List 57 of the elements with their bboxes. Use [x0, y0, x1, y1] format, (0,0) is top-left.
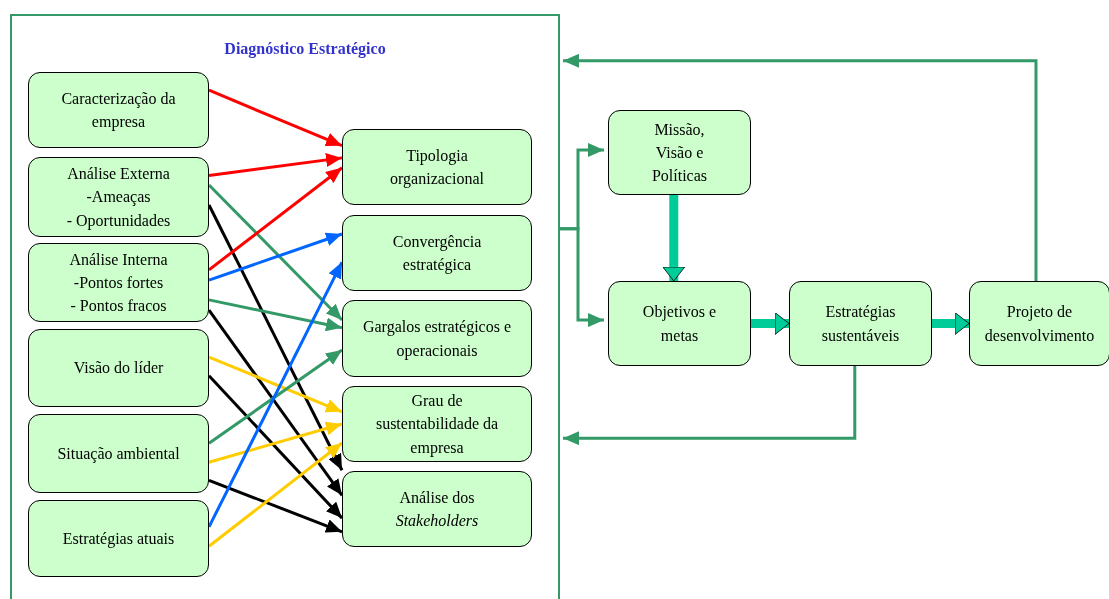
box-label: Projeto de desenvolvimento: [983, 302, 1096, 346]
group-title: Diagnóstico Estratégico: [223, 40, 387, 58]
block-arrow: [751, 312, 790, 335]
box-label: Caracterização da empresa: [60, 88, 177, 133]
arrow: [208, 166, 343, 272]
arrow: [208, 153, 343, 177]
arrow: [563, 53, 1038, 281]
box-label: Análise Interna: [69, 249, 168, 270]
process-box: [28, 329, 209, 407]
arrow: [560, 227, 604, 328]
box-label: Visão do líder: [73, 358, 164, 379]
arrow: [207, 374, 344, 520]
process-box: [28, 157, 209, 237]
arrow: [208, 88, 343, 148]
process-box: [28, 500, 209, 577]
process-box: [342, 215, 532, 291]
box-label: Objetivos e metas: [641, 302, 718, 346]
arrow: [207, 204, 344, 471]
box-label: - Pontos fracos: [70, 296, 167, 317]
process-box: [342, 300, 532, 377]
arrow: [208, 421, 343, 464]
box-label: -Ameaças: [86, 187, 151, 208]
arrow: [208, 355, 343, 414]
block-arrow: [932, 312, 970, 335]
process-box: [28, 72, 209, 148]
arrow: [207, 309, 344, 497]
box-label: Tipologia organizacional: [389, 145, 485, 190]
block-arrow: [662, 195, 686, 282]
process-box: [28, 243, 209, 322]
box-label: Análise dos Stakeholders: [394, 487, 480, 531]
process-box: [608, 110, 751, 195]
arrow: [208, 478, 343, 534]
group-frame: [10, 14, 560, 599]
process-box: [28, 414, 209, 493]
process-box: [789, 281, 932, 366]
box-label: -Pontos fortes: [73, 272, 164, 293]
box-label: Estratégias atuais: [62, 528, 175, 550]
arrow: [208, 348, 343, 445]
arrow: [208, 298, 343, 332]
process-box: [342, 386, 532, 462]
box-label: Análise Externa: [67, 164, 170, 185]
process-box: [969, 281, 1109, 366]
box-label: - Oportunidades: [66, 210, 171, 232]
box-label: Situação ambiental: [57, 443, 180, 465]
arrow: [563, 366, 857, 446]
arrow: [207, 261, 344, 528]
box-label: Estratégias sustentáveis: [820, 302, 901, 346]
box-label: Gargalos estratégicos e operacionais: [361, 317, 513, 362]
arrow: [208, 232, 343, 282]
arrow: [208, 441, 343, 548]
box-label: Convergência estratégica: [391, 231, 483, 276]
box-label: Missão, Visão e Políticas: [650, 119, 709, 187]
process-box: [342, 471, 532, 547]
process-box: [342, 129, 532, 205]
process-box: [608, 281, 751, 366]
box-label: Grau de sustentabilidade da empresa: [374, 391, 500, 459]
arrow: [207, 183, 344, 322]
